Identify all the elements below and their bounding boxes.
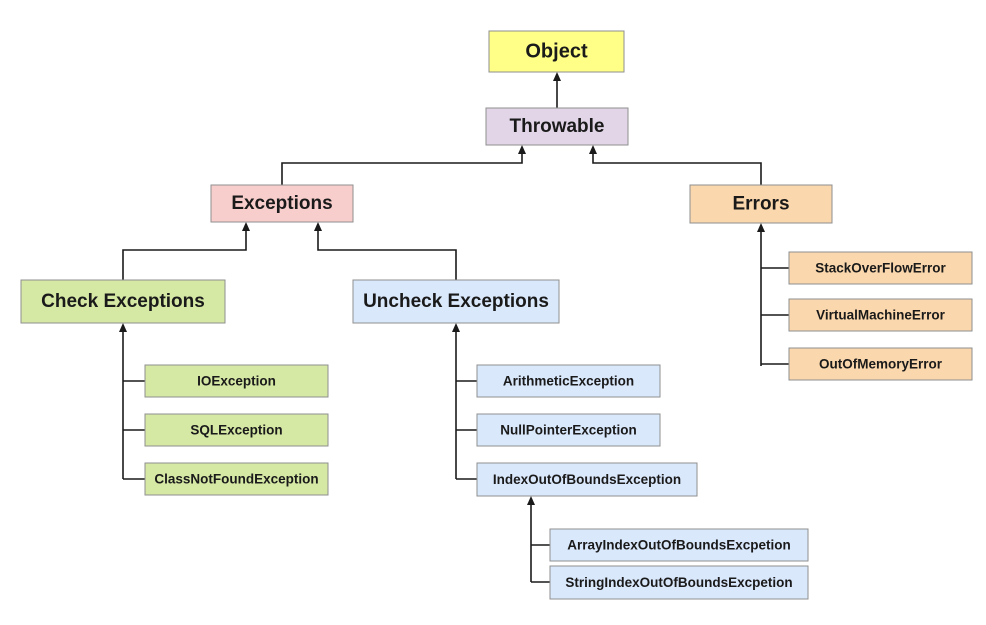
node-arithmeticexception-label: ArithmeticException <box>503 374 634 389</box>
arrowhead-exceptions-left <box>242 222 250 231</box>
node-stringindexoutofboundsexcpetion: StringIndexOutOfBoundsExcpetion <box>549 565 809 600</box>
node-throwable: Throwable <box>485 107 629 146</box>
node-stackoverflowerror-label: StackOverFlowError <box>815 261 946 276</box>
node-throwable-box <box>485 107 629 146</box>
node-indexoutofboundsexception-label: IndexOutOfBoundsException <box>493 472 681 487</box>
node-sqlexception-label: SQLException <box>190 423 282 438</box>
node-throwable-label: Throwable <box>509 116 604 137</box>
arrowhead-indexoutofbounds <box>527 496 535 505</box>
node-stringindexoutofboundsexcpetion-box <box>549 565 809 600</box>
node-errors-label: Errors <box>732 194 789 215</box>
node-sqlexception: SQLException <box>144 413 329 447</box>
node-outofmemoryerror-box <box>788 347 973 381</box>
node-virtualmachineerror-label: VirtualMachineError <box>816 308 946 323</box>
node-exceptions-box <box>210 184 354 223</box>
node-classnotfoundexception-label: ClassNotFoundException <box>154 472 318 487</box>
arrowhead-throwable-left <box>518 145 526 154</box>
node-ioexception-label: IOException <box>197 374 276 389</box>
arrowhead-object <box>553 72 561 81</box>
edge-errors-throwable <box>592 153 762 185</box>
node-nullpointerexception: NullPointerException <box>476 413 661 447</box>
node-stringindexoutofboundsexcpetion-label: StringIndexOutOfBoundsExcpetion <box>565 575 792 590</box>
node-object-label: Object <box>525 41 588 63</box>
node-arrayindexoutofboundsexcpetion: ArrayIndexOutOfBoundsExcpetion <box>549 528 809 562</box>
edge-exceptions-throwable <box>281 153 523 185</box>
node-arithmeticexception: ArithmeticException <box>476 364 661 398</box>
node-object-box <box>488 30 625 73</box>
arrowhead-exceptions-right <box>314 222 322 231</box>
node-indexoutofboundsexception: IndexOutOfBoundsException <box>476 462 698 497</box>
node-arrayindexoutofboundsexcpetion-label: ArrayIndexOutOfBoundsExcpetion <box>567 538 791 553</box>
node-uncheck-exceptions-box <box>352 279 560 324</box>
node-errors: Errors <box>689 184 833 224</box>
arrowhead-check-exceptions <box>119 323 127 332</box>
node-ioexception: IOException <box>144 364 329 398</box>
node-exceptions-label: Exceptions <box>231 193 332 214</box>
edge-check-exceptions <box>122 230 247 280</box>
node-outofmemoryerror-label: OutOfMemoryError <box>819 357 943 372</box>
node-errors-box <box>689 184 833 224</box>
node-arithmeticexception-box <box>476 364 661 398</box>
arrowhead-errors <box>757 223 765 232</box>
node-classnotfoundexception-box <box>144 462 329 496</box>
node-object: Object <box>488 30 625 73</box>
node-stackoverflowerror: StackOverFlowError <box>788 251 973 285</box>
edge-uncheck-exceptions <box>317 230 457 280</box>
node-virtualmachineerror: VirtualMachineError <box>788 298 973 332</box>
node-check-exceptions-box <box>20 279 226 324</box>
node-nullpointerexception-label: NullPointerException <box>500 423 637 438</box>
node-ioexception-box <box>144 364 329 398</box>
arrowhead-throwable-right <box>589 145 597 154</box>
node-sqlexception-box <box>144 413 329 447</box>
node-nullpointerexception-box <box>476 413 661 447</box>
node-uncheck-exceptions: Uncheck Exceptions <box>352 279 560 324</box>
arrowhead-uncheck-exceptions <box>452 323 460 332</box>
edges <box>119 72 789 583</box>
node-outofmemoryerror: OutOfMemoryError <box>788 347 973 381</box>
node-stackoverflowerror-box <box>788 251 973 285</box>
node-arrayindexoutofboundsexcpetion-box <box>549 528 809 562</box>
node-virtualmachineerror-box <box>788 298 973 332</box>
node-exceptions: Exceptions <box>210 184 354 223</box>
node-check-exceptions: Check Exceptions <box>20 279 226 324</box>
node-check-exceptions-label: Check Exceptions <box>41 291 205 312</box>
node-uncheck-exceptions-label: Uncheck Exceptions <box>363 291 549 312</box>
node-indexoutofboundsexception-box <box>476 462 698 497</box>
node-classnotfoundexception: ClassNotFoundException <box>144 462 329 496</box>
